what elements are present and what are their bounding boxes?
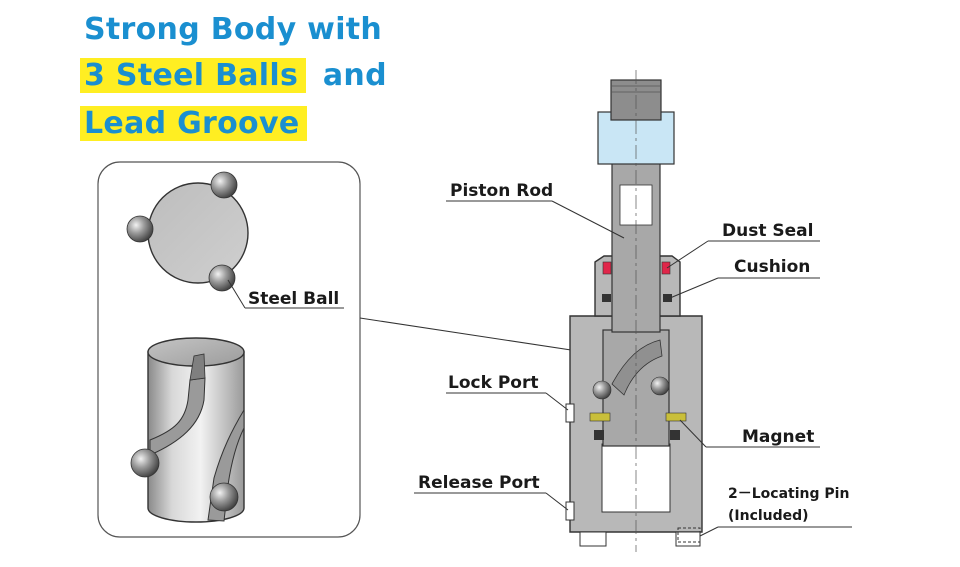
leader-detail-to-section [359, 317, 605, 356]
magnet-left [589, 412, 611, 422]
dust-seal-right [661, 261, 671, 275]
dust-seal-left [602, 261, 612, 275]
headline-text-and: and [322, 58, 387, 93]
label-magnet: Magnet [742, 427, 814, 447]
headline-line-2: 3 Steel Balls and [80, 58, 387, 94]
steel-ball-top-1 [210, 171, 238, 199]
label-lock-port: Lock Port [448, 373, 538, 393]
headline-line-1: Strong Body with [84, 12, 382, 48]
steel-ball-cyl-1 [130, 448, 160, 478]
label-dust-seal: Dust Seal [722, 221, 813, 241]
label-locating-pin-2: (Included) [728, 508, 809, 524]
leader-steel-ball [227, 279, 246, 309]
grooved-cylinder [130, 337, 245, 523]
headline-highlight-steel-balls: 3 Steel Balls [80, 58, 307, 93]
label-cushion: Cushion [734, 257, 810, 277]
top-view-disc [126, 171, 249, 292]
magnet-right [665, 412, 687, 422]
steel-ball-cyl-2 [209, 482, 239, 512]
headline-text-1: Strong Body with [84, 12, 383, 47]
headline-highlight-lead-groove: Lead Groove [80, 106, 308, 141]
label-release-port: Release Port [418, 473, 540, 493]
label-locating-pin-1: 2－Locating Pin [728, 486, 849, 502]
label-steel-ball: Steel Ball [248, 289, 339, 309]
cylinder-cross-section [565, 70, 703, 552]
headline-line-3: Lead Groove [80, 106, 308, 142]
steel-ball-top-2 [126, 215, 154, 243]
steel-ball-top-3 [208, 264, 236, 292]
label-piston-rod: Piston Rod [450, 181, 553, 201]
